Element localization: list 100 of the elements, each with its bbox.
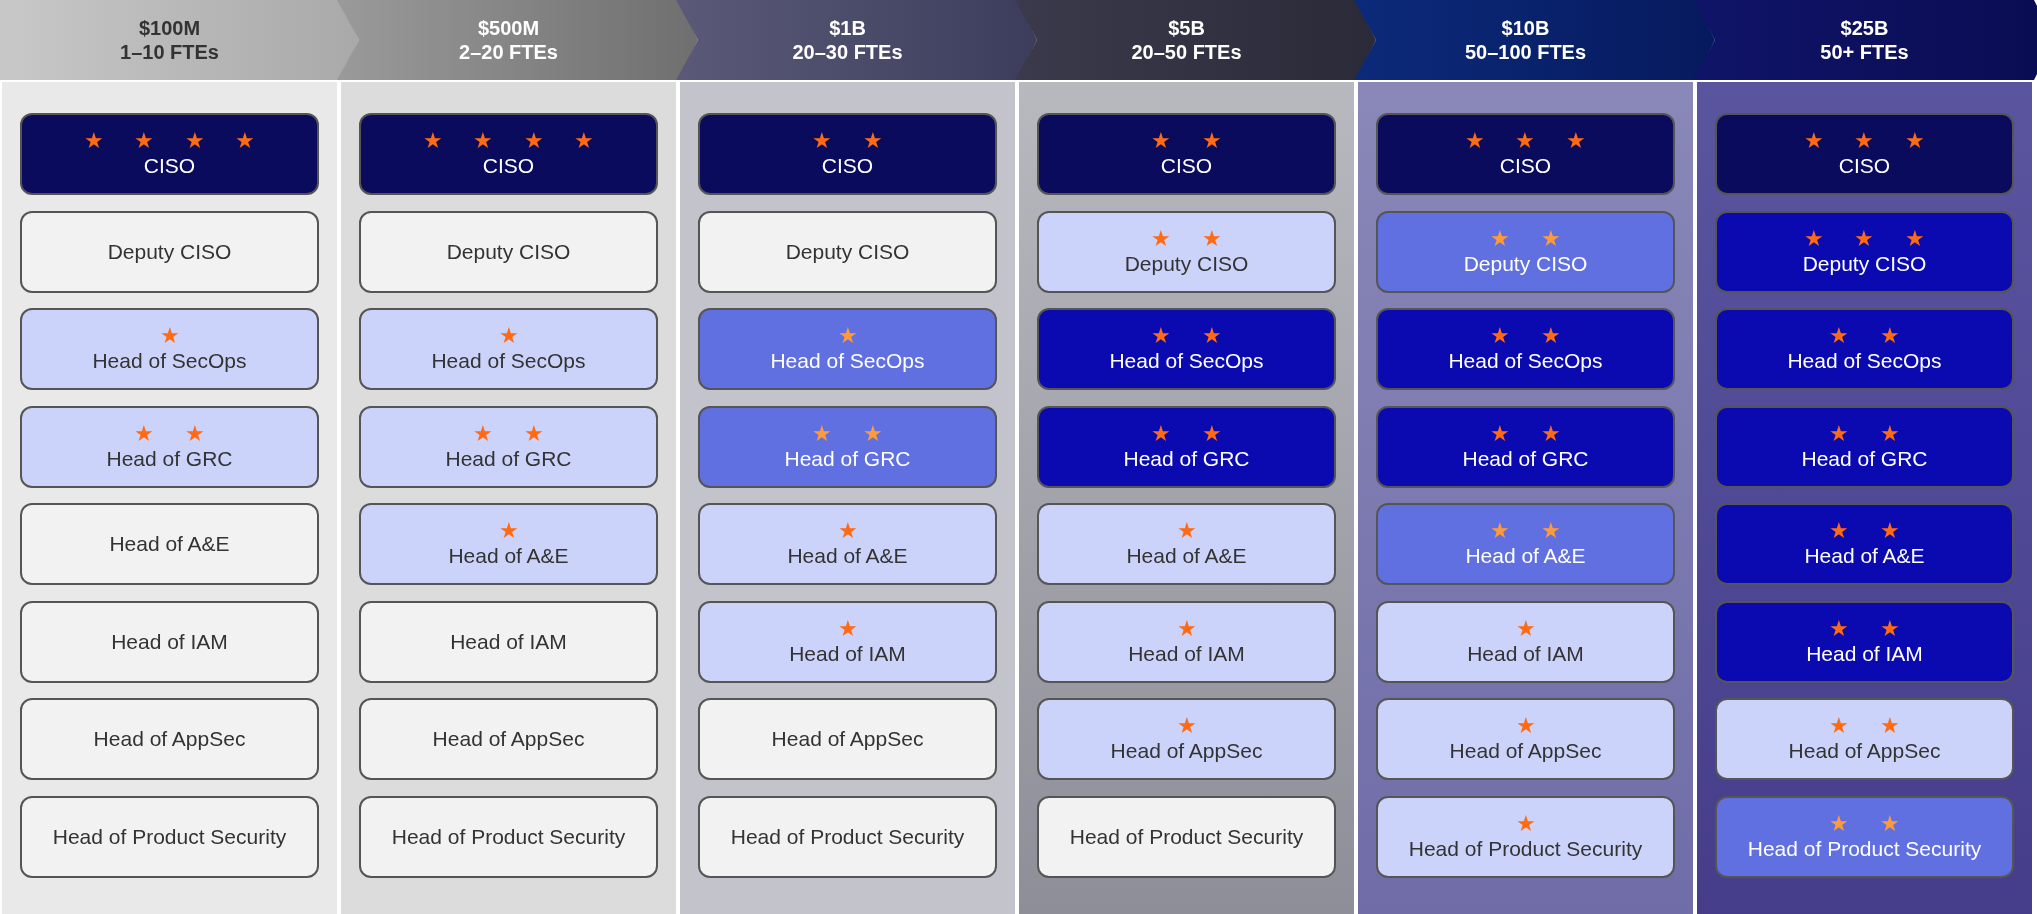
role-box <box>1037 600 1336 683</box>
header-label: $5B <box>1167 16 1206 40</box>
role-box <box>1037 113 1336 195</box>
role-box <box>1037 698 1336 780</box>
role-box <box>698 308 997 390</box>
star-rating: ★ <box>1176 519 1209 543</box>
star-rating: ★ ★ ★ ★ <box>84 129 267 153</box>
role-label: CISO <box>1837 153 1892 179</box>
role-box <box>1715 210 2014 293</box>
role-label: Head of SecOps <box>430 348 587 374</box>
role-box <box>20 600 319 683</box>
star-rating: ★ <box>837 616 870 641</box>
role-label: Head of IAM <box>1127 640 1246 667</box>
star-rating: ★ ★ <box>1490 421 1573 446</box>
role-label: CISO <box>481 153 536 179</box>
star-rating: ★ ★ <box>1151 226 1234 251</box>
star-rating: ★ ★ <box>812 129 895 153</box>
role-label: Head of SecOps <box>1108 348 1265 374</box>
header-label: $10B <box>1500 16 1551 40</box>
role-label: Head of GRC <box>783 445 912 472</box>
role-label: Head of SecOps <box>1447 348 1604 374</box>
role-box <box>1715 600 2014 683</box>
star-rating: ★ ★ <box>1829 421 1912 446</box>
star-rating: ★ <box>837 519 870 543</box>
star-rating: ★ ★ ★ <box>1465 129 1598 153</box>
role-box <box>20 405 319 488</box>
role-label: Head of SecOps <box>769 348 926 374</box>
role-box <box>1715 308 2014 390</box>
star-rating: ★ ★ <box>1490 519 1573 543</box>
role-box <box>1715 113 2014 195</box>
role-label: Head of A&E <box>1125 543 1248 569</box>
star-rating: ★ ★ <box>1829 714 1912 738</box>
role-box <box>20 795 319 878</box>
role-label: Head of AppSec <box>1448 738 1603 764</box>
star-rating: ★ <box>1515 714 1548 738</box>
role-label: Head of Product Security <box>1068 823 1305 850</box>
star-rating: ★ <box>1515 616 1548 641</box>
header-label: 20–30 FTEs <box>791 40 904 64</box>
role-label: Head of IAM <box>1805 640 1924 667</box>
star-rating: ★ <box>837 324 870 348</box>
role-box <box>20 308 319 390</box>
role-box <box>1376 308 1675 390</box>
role-box <box>698 405 997 488</box>
role-box <box>1376 503 1675 585</box>
star-rating: ★ ★ ★ ★ <box>423 129 606 153</box>
role-box <box>359 405 658 488</box>
role-box <box>698 113 997 195</box>
role-label: Head of GRC <box>1800 445 1929 472</box>
role-label: Head of Product Security <box>1746 835 1983 862</box>
star-rating: ★ ★ <box>1829 519 1912 543</box>
role-box <box>698 698 997 780</box>
star-rating: ★ ★ ★ <box>1804 226 1937 251</box>
star-rating: ★ <box>498 519 531 543</box>
header-label: 50–100 FTEs <box>1463 40 1588 64</box>
role-label: Head of AppSec <box>1787 738 1942 764</box>
star-rating: ★ ★ <box>1151 129 1234 153</box>
role-box <box>698 210 997 293</box>
role-box <box>1376 795 1675 878</box>
role-box <box>1037 210 1336 293</box>
role-label: Head of AppSec <box>92 726 247 752</box>
star-rating: ★ ★ <box>1829 324 1912 348</box>
role-label: Deputy CISO <box>445 238 572 265</box>
role-label: Head of SecOps <box>91 348 248 374</box>
header-label: $25B <box>1839 16 1890 40</box>
role-box <box>359 600 658 683</box>
star-rating: ★ ★ <box>473 421 556 446</box>
star-rating: ★ <box>498 324 531 348</box>
role-label: Deputy CISO <box>1123 250 1250 277</box>
role-label: Head of Product Security <box>51 823 288 850</box>
role-box <box>1715 503 2014 585</box>
role-label: Head of Product Security <box>390 823 627 850</box>
role-box <box>1037 503 1336 585</box>
role-box <box>1715 698 2014 780</box>
role-label: Head of GRC <box>444 445 573 472</box>
role-label: Head of GRC <box>1461 445 1590 472</box>
star-rating: ★ ★ <box>1490 226 1573 251</box>
header-label: $500M <box>476 16 541 40</box>
role-box <box>1376 210 1675 293</box>
role-box <box>1376 113 1675 195</box>
star-rating: ★ ★ <box>1151 421 1234 446</box>
star-rating: ★ ★ <box>1151 324 1234 348</box>
role-box <box>359 698 658 780</box>
star-rating: ★ <box>1176 714 1209 738</box>
star-rating: ★ ★ <box>1490 324 1573 348</box>
role-label: Head of A&E <box>447 543 570 569</box>
role-box <box>698 503 997 585</box>
role-box <box>20 210 319 293</box>
role-box <box>359 210 658 293</box>
role-box <box>698 600 997 683</box>
role-box <box>1376 405 1675 488</box>
role-box <box>1037 308 1336 390</box>
role-label: CISO <box>1159 153 1214 179</box>
role-box <box>1376 600 1675 683</box>
role-label: Head of GRC <box>105 445 234 472</box>
role-box <box>1037 405 1336 488</box>
role-label: Head of SecOps <box>1786 348 1943 374</box>
header-label: 1–10 FTEs <box>119 40 220 64</box>
header-label: $100M <box>137 16 202 40</box>
role-label: Head of A&E <box>1464 543 1587 569</box>
header-label: $1B <box>828 16 867 40</box>
